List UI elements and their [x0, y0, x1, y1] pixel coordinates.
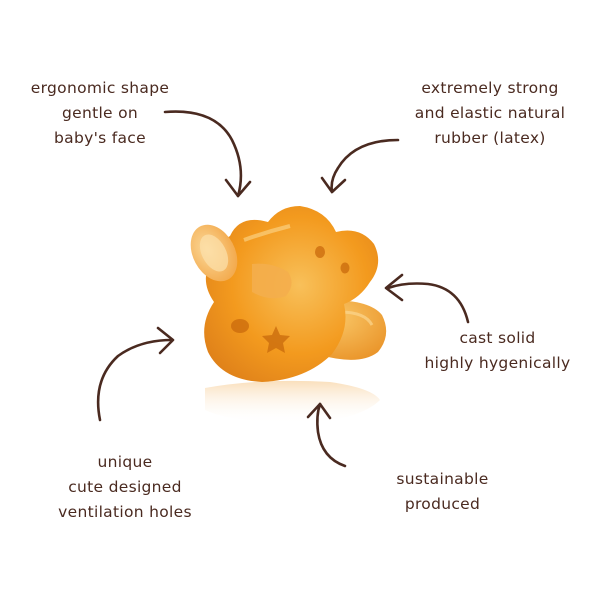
- callout-cast-solid: cast solid highly hygenically: [400, 326, 595, 376]
- callout-line: highly hygenically: [424, 354, 571, 372]
- callout-line: sustainable: [396, 470, 489, 488]
- callout-line: ventilation holes: [58, 503, 192, 521]
- pacifier-reflection: [205, 380, 380, 424]
- callout-line: rubber (latex): [434, 129, 546, 147]
- callout-line: and elastic natural: [414, 104, 566, 122]
- arrow-cast: [386, 282, 470, 324]
- pacifier-shield: [204, 206, 379, 382]
- arrow-ergonomic: [163, 110, 243, 198]
- callout-sustainable: sustainable produced: [370, 467, 515, 517]
- callout-line: cast solid: [459, 329, 536, 347]
- callout-line: extremely strong: [421, 79, 559, 97]
- arrow-ventilation: [96, 338, 174, 422]
- callout-natural-rubber: extremely strong and elastic natural rub…: [395, 76, 585, 151]
- callout-line: gentle on: [61, 104, 139, 122]
- callout-ergonomic-shape: ergonomic shape gentle on baby's face: [10, 76, 190, 151]
- callout-line: cute designed: [68, 478, 182, 496]
- callout-line: produced: [404, 495, 481, 513]
- arrow-rubber: [330, 138, 400, 194]
- callout-line: baby's face: [54, 129, 146, 147]
- ventilation-holes: [231, 246, 350, 353]
- callout-line: unique: [97, 453, 153, 471]
- callout-line: ergonomic shape: [30, 79, 170, 97]
- pacifier-handle-link: [252, 263, 292, 299]
- arrow-sustainable: [316, 402, 347, 468]
- callout-ventilation-holes: unique cute designed ventilation holes: [40, 450, 210, 525]
